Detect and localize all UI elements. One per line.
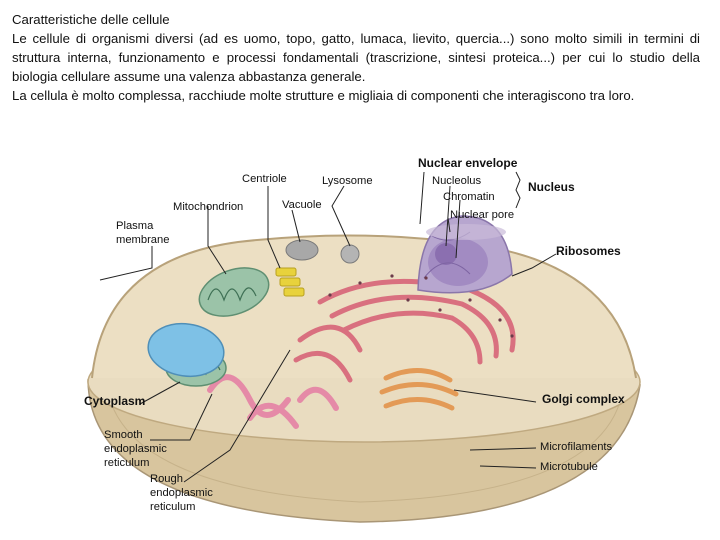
nucleus-shape: [418, 216, 512, 293]
label-smooth-er-1: Smooth: [104, 428, 143, 442]
label-nucleolus: Nucleolus: [432, 174, 481, 188]
label-nucleus: Nucleus: [528, 180, 575, 194]
label-ribosomes: Ribosomes: [556, 244, 621, 258]
label-cytoplasm: Cytoplasm: [84, 394, 145, 408]
label-vacuole: Vacuole: [282, 198, 322, 212]
label-lysosome: Lysosome: [322, 174, 373, 188]
label-microfilaments: Microfilaments: [540, 440, 612, 454]
vacuole-sphere: [286, 240, 318, 260]
label-rough-er-3: reticulum: [150, 500, 195, 514]
lysosome-sphere: [341, 245, 359, 263]
animal-cell-diagram: Centriole Lysosome Nuclear envelope Nucl…: [0, 150, 720, 540]
label-rough-er-2: endoplasmic: [150, 486, 213, 500]
label-nuclear-pore: Nuclear pore: [450, 208, 514, 222]
label-rough-er-1: Rough: [150, 472, 183, 486]
intro-text: Caratteristiche delle cellule Le cellule…: [12, 10, 700, 105]
intro-paragraph-2: La cellula è molto complessa, racchiude …: [12, 86, 700, 105]
intro-paragraph-1: Le cellule di organismi diversi (ad es u…: [12, 29, 700, 86]
label-microtubule: Microtubule: [540, 460, 598, 474]
label-mitochondrion: Mitochondrion: [173, 200, 243, 214]
label-golgi-complex: Golgi complex: [542, 392, 625, 406]
cell-illustration: [0, 150, 720, 540]
label-centriole: Centriole: [242, 172, 287, 186]
label-smooth-er-2: endoplasmic: [104, 442, 167, 456]
label-nuclear-envelope: Nuclear envelope: [418, 156, 517, 170]
label-plasma-membrane-1: Plasma: [116, 219, 153, 233]
label-plasma-membrane-2: membrane: [116, 233, 169, 247]
label-smooth-er-3: reticulum: [104, 456, 149, 470]
intro-title: Caratteristiche delle cellule: [12, 10, 700, 29]
label-chromatin: Chromatin: [443, 190, 495, 204]
